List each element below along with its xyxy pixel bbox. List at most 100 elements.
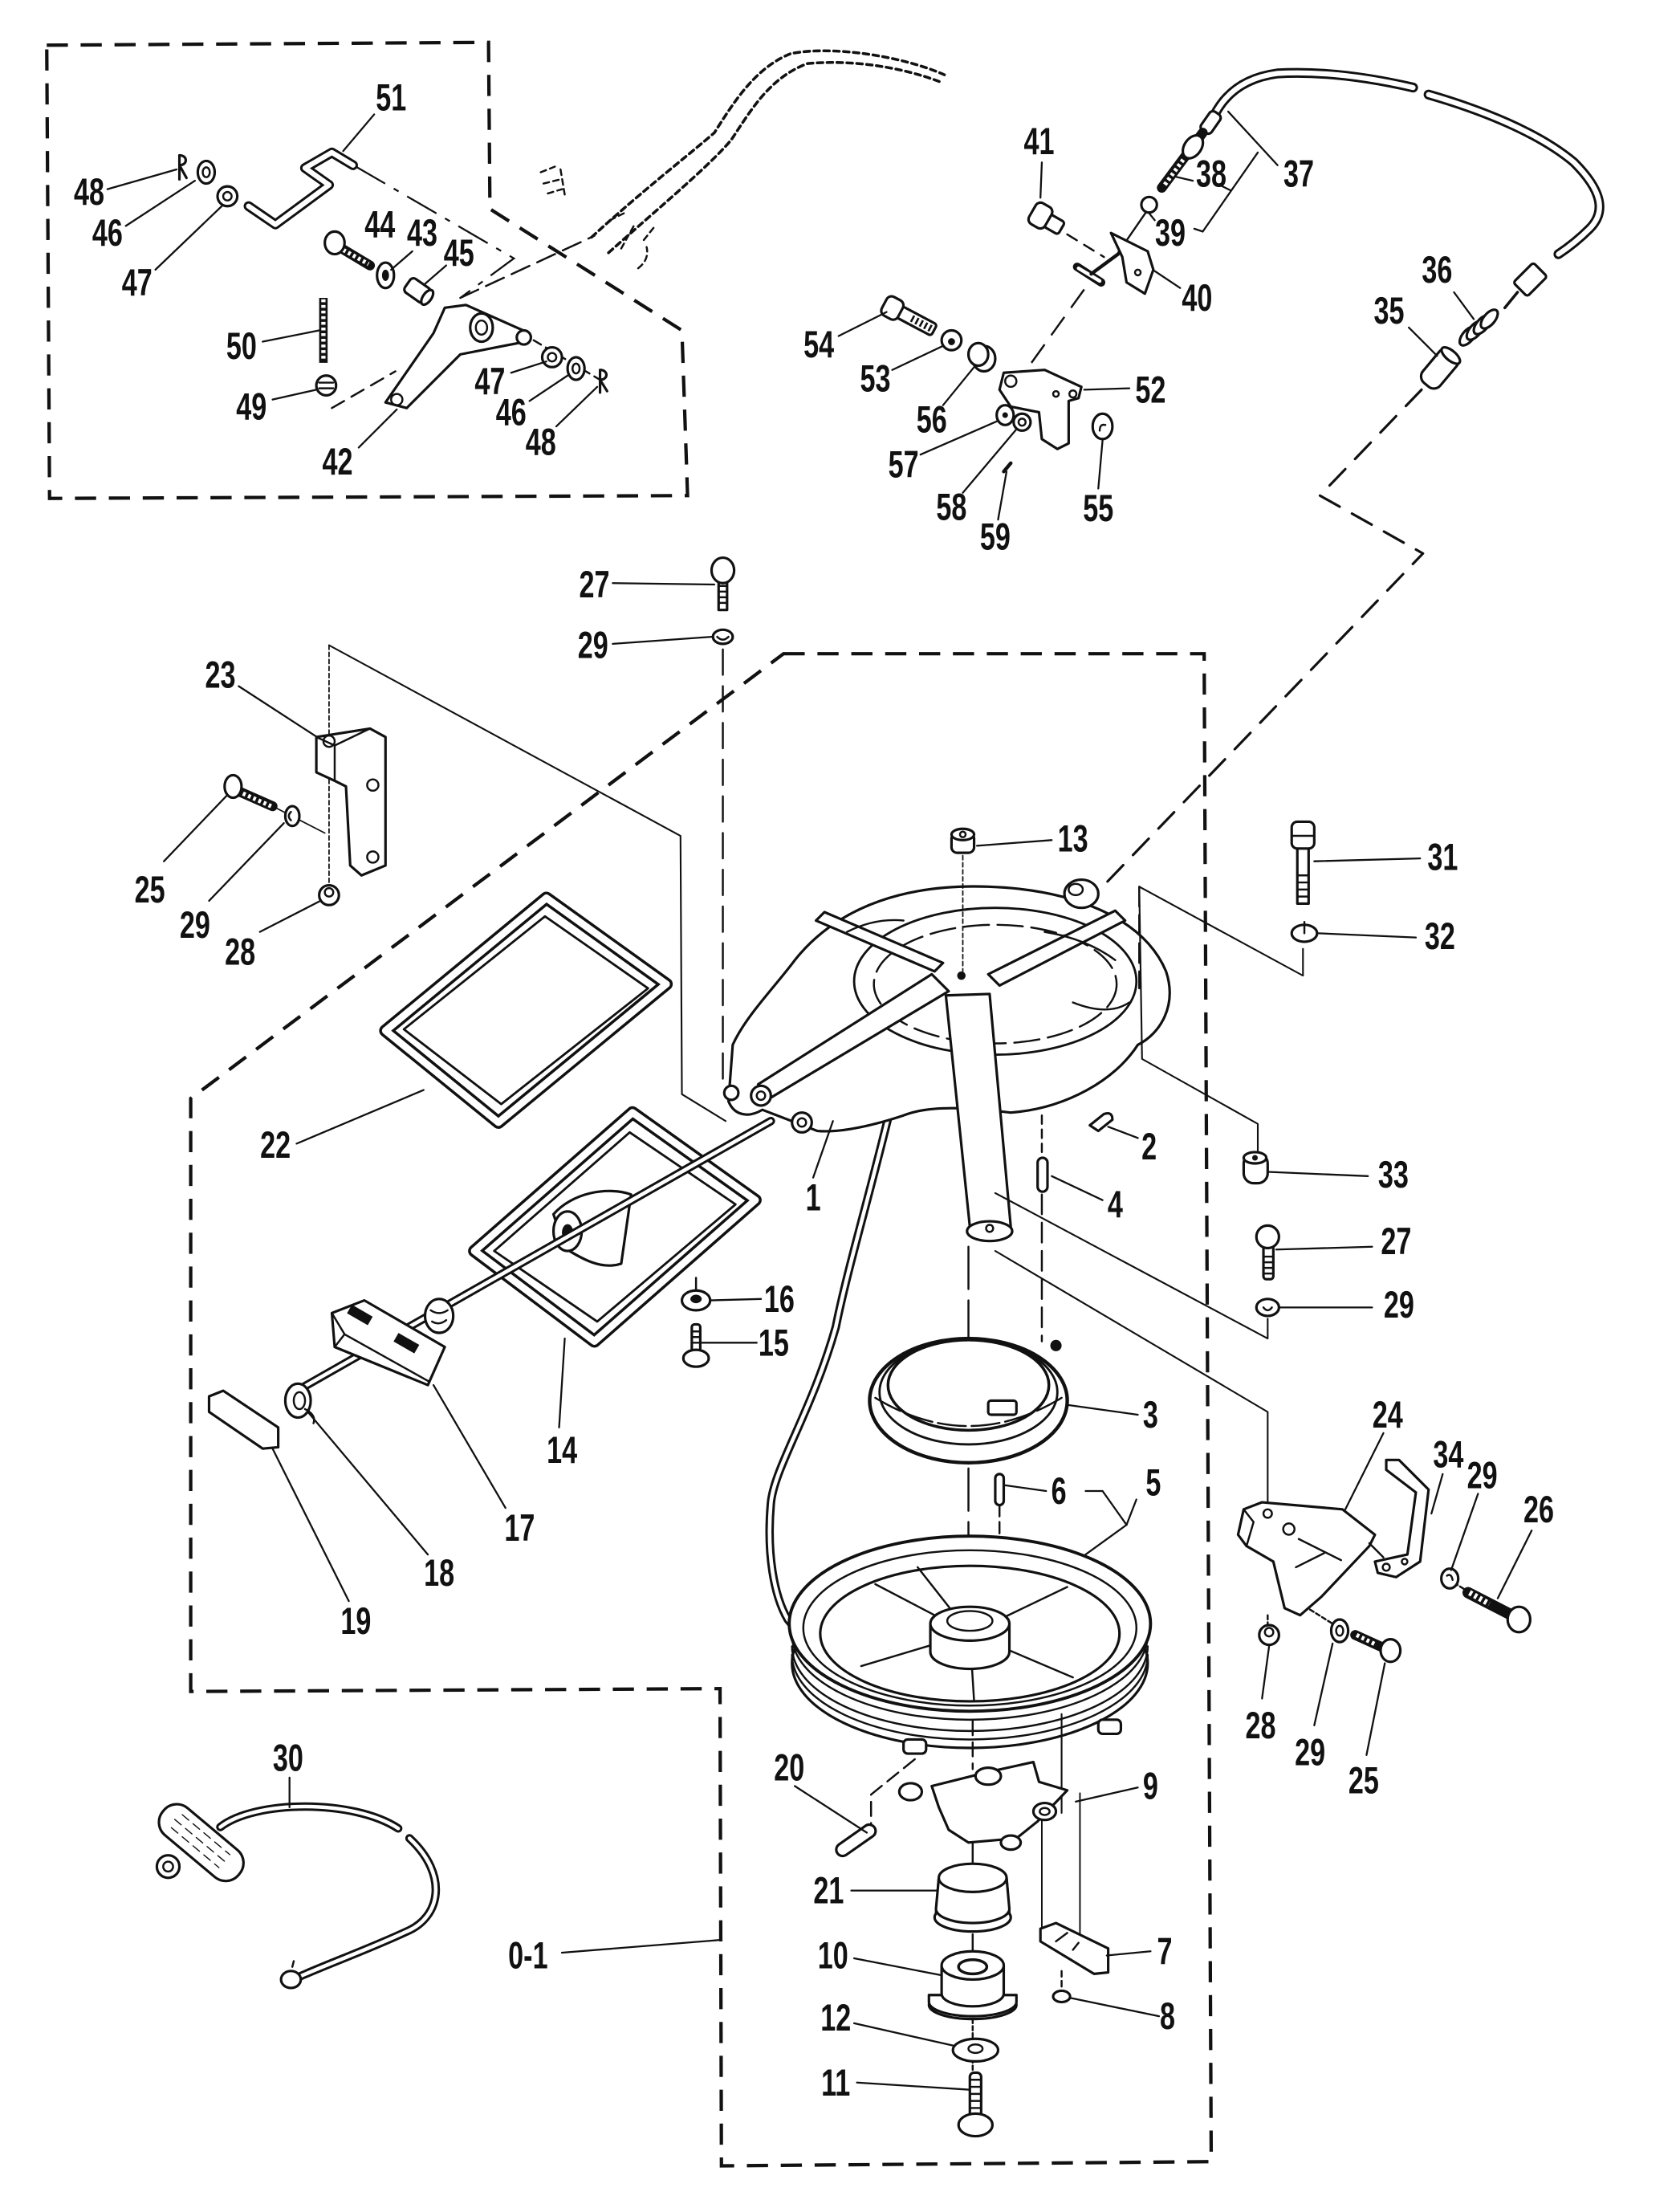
- part-47-nut-b: [540, 346, 563, 369]
- part-28-nut-left: [318, 883, 340, 906]
- phantom-cable: [539, 49, 946, 270]
- part-14-rope-guide: [468, 1106, 762, 1348]
- part-44-screw: [323, 230, 376, 271]
- callout-label: 35: [1374, 289, 1405, 332]
- callout-label: 29: [1384, 1283, 1414, 1326]
- callout-label: 42: [322, 441, 352, 483]
- callout-label: 47: [122, 261, 153, 304]
- callout-label: 22: [260, 1124, 291, 1167]
- part-13-nut: [950, 827, 976, 854]
- callout-label: 9: [1143, 1765, 1158, 1807]
- callout-label: 36: [1422, 248, 1452, 291]
- callout-label: 8: [1160, 1995, 1175, 2038]
- callout-label: 32: [1425, 915, 1455, 957]
- callout-label: 29: [578, 624, 608, 666]
- callout-label: 13: [1058, 817, 1088, 860]
- part-52-bracket: [998, 369, 1083, 450]
- callout-label: 56: [917, 398, 947, 441]
- part-47-nut: [216, 185, 239, 208]
- callout-label: 27: [580, 564, 610, 606]
- callout-label: 44: [364, 203, 395, 246]
- callout-label: 49: [236, 385, 266, 428]
- callout-label: 15: [759, 1322, 789, 1364]
- part-7-pawl: [1039, 1921, 1110, 1975]
- callout-label: 47: [474, 360, 505, 402]
- callout-label: 55: [1083, 487, 1113, 530]
- callout-label: 1: [806, 1176, 821, 1219]
- linkage-group-box: [45, 40, 689, 500]
- callout-label: 16: [764, 1277, 795, 1320]
- callout-label: 39: [1155, 212, 1186, 255]
- part-57-washer: [995, 404, 1015, 426]
- part-58-nut: [1012, 412, 1032, 432]
- callout-label: 4: [1108, 1183, 1123, 1226]
- part-29-washer-lever: [1440, 1567, 1460, 1590]
- part-25-bolt-lower: [1308, 1608, 1402, 1664]
- callout-label: 20: [774, 1746, 804, 1789]
- callout-label: 24: [1373, 1394, 1403, 1436]
- part-48-r-clip: [177, 153, 188, 181]
- part-29-washer-top: [711, 628, 734, 646]
- part-15-screw: [681, 1322, 710, 1368]
- part-27-screw-right: [1255, 1224, 1280, 1281]
- part-38-threaded-end: [1157, 128, 1208, 194]
- callout-label: 23: [205, 654, 236, 696]
- callouts-mount-right: 13 31 32 33 27 29 24 34 29 26 28 29 25: [1058, 817, 1554, 1802]
- callout-label: 21: [813, 1869, 844, 1912]
- part-56-bushing: [966, 341, 997, 373]
- part-8-spring-clip: [1052, 1989, 1072, 2004]
- callout-label: 41: [1023, 120, 1054, 162]
- callout-label: 31: [1427, 836, 1458, 878]
- part-23-bracket: [315, 727, 387, 877]
- cable-connection-lines: [1025, 233, 1425, 888]
- housing-connection-lines: [962, 854, 1304, 1625]
- callout-label: 12: [820, 1996, 851, 2039]
- callout-label: 26: [1523, 1488, 1554, 1530]
- callout-label: 46: [92, 212, 123, 255]
- callout-label: 11: [821, 2061, 850, 2104]
- part-3-recoil-spring: [868, 1336, 1069, 1465]
- part-37-throttle-cable: [1199, 67, 1605, 310]
- callouts-starter: 1 2 4 3 6 5 20 9 21 10 7 12 8 11: [774, 1125, 1175, 2104]
- part-27-screw-top: [710, 556, 736, 612]
- part-34-lever: [1368, 1458, 1430, 1579]
- callout-label: 5: [1145, 1461, 1161, 1504]
- callout-label: 50: [226, 324, 257, 367]
- part-33-cap: [1242, 1151, 1269, 1185]
- part-19-insert: [207, 1389, 280, 1450]
- callout-label: 43: [407, 212, 437, 255]
- callout-label: 6: [1052, 1470, 1067, 1513]
- callout-label: 29: [1467, 1454, 1498, 1497]
- part-1-starter-housing: [722, 878, 1171, 1243]
- part-40-clip: [1109, 231, 1155, 295]
- part-29-washer-lower: [1329, 1618, 1350, 1644]
- part-31-bolt: [1290, 820, 1316, 906]
- part-53-nut: [940, 328, 963, 352]
- mount-connection-lines: [275, 644, 727, 1122]
- callout-label: 59: [980, 515, 1011, 558]
- callouts-mount-left: 27 29 23 25 29 28: [135, 564, 610, 973]
- part-30-starter-handle-rope: [155, 1802, 441, 1990]
- part-9-pawl-plate: [897, 1761, 1069, 1852]
- callouts-cable-bracket: 41 38 39 37 40 36 35 54 53 52 56 57 58 5…: [803, 120, 1452, 557]
- part-25-screw: [223, 773, 278, 812]
- callout-label: 38: [1196, 153, 1226, 195]
- callout-label: 10: [818, 1934, 848, 1977]
- callout-label: 51: [376, 76, 406, 119]
- callout-label: 17: [504, 1506, 535, 1549]
- callout-label: 19: [340, 1599, 371, 1642]
- callout-label: 58: [936, 486, 966, 528]
- linkage-connection-lines: [331, 165, 601, 409]
- callouts-linkage: 51 48 46 47 44 43 45 50 49 42 47 46 48: [74, 76, 556, 483]
- callout-label: 45: [444, 231, 474, 274]
- part-18-ring: [283, 1382, 315, 1424]
- part-17-handle: [330, 1298, 455, 1387]
- callout-label: 3: [1143, 1394, 1158, 1436]
- part-12-washer: [951, 2037, 1000, 2063]
- part-46-washer: [196, 159, 217, 185]
- part-59-clip: [1002, 461, 1013, 474]
- part-51-link-rod: [243, 147, 358, 230]
- part-20-pin: [835, 1823, 877, 1858]
- part-55-washer: [1091, 412, 1114, 441]
